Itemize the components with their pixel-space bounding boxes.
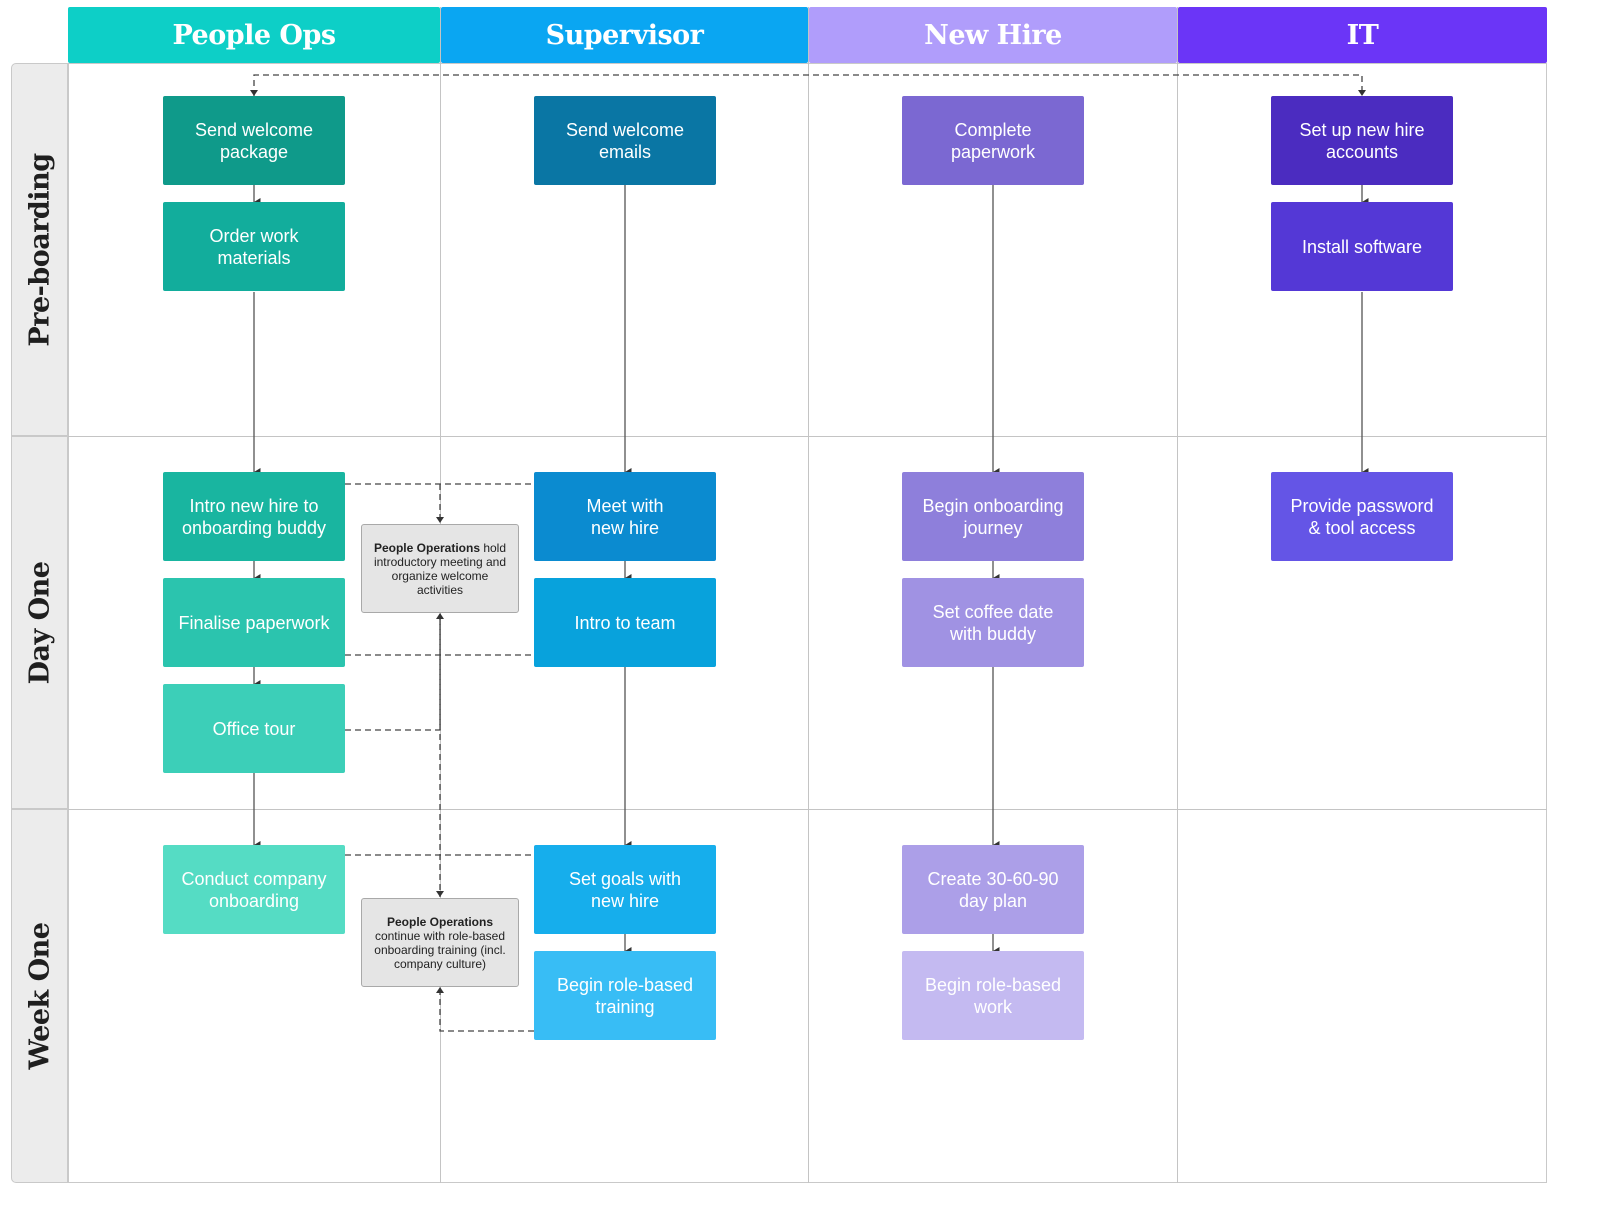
note-week-one-text: continue with role-based onboarding trai… bbox=[374, 928, 506, 971]
step-begin-role-based-training[interactable]: Begin role-based training bbox=[534, 951, 716, 1040]
step-create-30-60-90-plan[interactable]: Create 30-60-90 day plan bbox=[902, 845, 1084, 934]
note-day-one: People Operations hold introductory meet… bbox=[361, 524, 519, 613]
row-header-pre-boarding: Pre-boarding bbox=[11, 63, 68, 436]
step-set-goals[interactable]: Set goals with new hire bbox=[534, 845, 716, 934]
row-header-week-one: Week One bbox=[11, 809, 68, 1183]
step-finalise-paperwork[interactable]: Finalise paperwork bbox=[163, 578, 345, 667]
step-complete-paperwork[interactable]: Complete paperwork bbox=[902, 96, 1084, 185]
step-begin-onboarding-journey[interactable]: Begin onboarding journey bbox=[902, 472, 1084, 561]
note-day-one-text: hold introductory meeting and organize w… bbox=[373, 540, 507, 597]
step-meet-with-new-hire[interactable]: Meet with new hire bbox=[534, 472, 716, 561]
step-conduct-company-onboarding[interactable]: Conduct company onboarding bbox=[163, 845, 345, 934]
step-office-tour[interactable]: Office tour bbox=[163, 684, 345, 773]
column-header-supervisor: Supervisor bbox=[441, 7, 808, 63]
step-order-work-materials[interactable]: Order work materials bbox=[163, 202, 345, 291]
step-set-coffee-date[interactable]: Set coffee date with buddy bbox=[902, 578, 1084, 667]
row-divider bbox=[68, 436, 1547, 437]
row-label-pre-boarding: Pre-boarding bbox=[24, 152, 55, 347]
note-day-one-bold: People Operations bbox=[373, 540, 480, 555]
row-divider bbox=[68, 809, 1547, 810]
column-header-new-hire: New Hire bbox=[809, 7, 1177, 63]
row-label-day-one: Day One bbox=[24, 561, 55, 684]
step-intro-to-team[interactable]: Intro to team bbox=[534, 578, 716, 667]
step-send-welcome-package[interactable]: Send welcome package bbox=[163, 96, 345, 185]
row-label-week-one: Week One bbox=[24, 922, 55, 1070]
lane-divider bbox=[808, 7, 809, 1183]
step-install-software[interactable]: Install software bbox=[1271, 202, 1453, 291]
column-header-people-ops: People Ops bbox=[68, 7, 440, 63]
lane-divider bbox=[1177, 7, 1178, 1183]
swimlane-grid bbox=[68, 63, 1547, 1183]
step-intro-onboarding-buddy[interactable]: Intro new hire to onboarding buddy bbox=[163, 472, 345, 561]
row-header-day-one: Day One bbox=[11, 436, 68, 809]
column-header-it: IT bbox=[1178, 7, 1547, 63]
step-provide-password-access[interactable]: Provide password & tool access bbox=[1271, 472, 1453, 561]
step-set-up-accounts[interactable]: Set up new hire accounts bbox=[1271, 96, 1453, 185]
step-begin-role-based-work[interactable]: Begin role-based work bbox=[902, 951, 1084, 1040]
note-week-one-bold: People Operations bbox=[386, 914, 494, 929]
step-send-welcome-emails[interactable]: Send welcome emails bbox=[534, 96, 716, 185]
